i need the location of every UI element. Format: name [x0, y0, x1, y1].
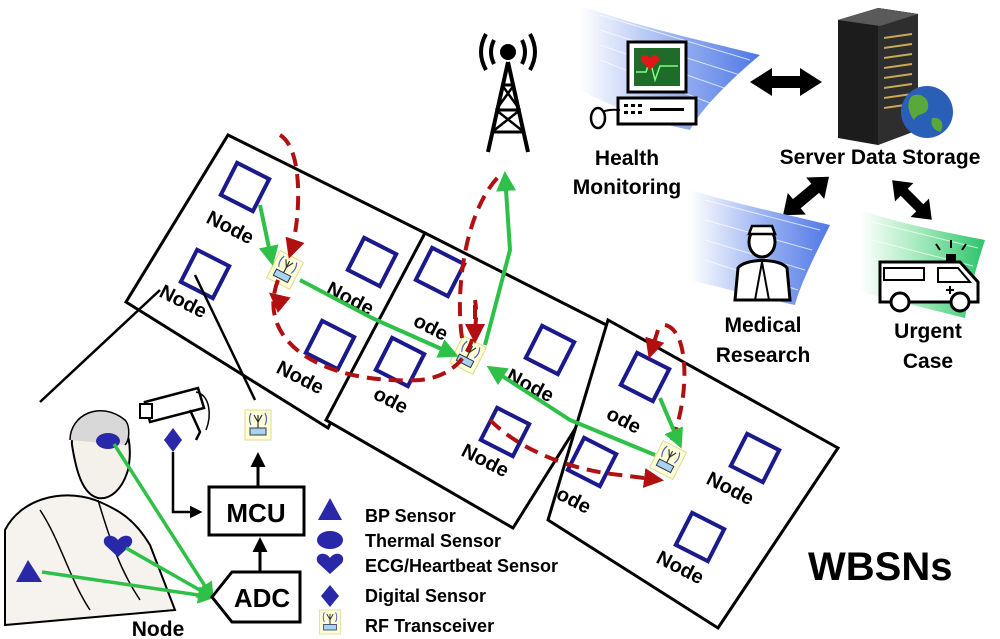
medical-research-label: Research	[716, 344, 811, 367]
double-arrow-icon	[892, 180, 932, 220]
adc-label: ADC	[234, 583, 291, 613]
node-panel-2	[323, 230, 635, 531]
rf-transceiver-icon	[244, 409, 272, 441]
rf-transceiver-icon	[319, 609, 341, 635]
green-routes	[258, 171, 683, 457]
heart-icon	[316, 553, 344, 574]
legend-label: Thermal Sensor	[365, 531, 501, 551]
urgent-case-label: Urgent	[894, 320, 962, 343]
health-monitoring-label: Monitoring	[573, 176, 681, 199]
ellipse-icon	[317, 531, 343, 549]
double-arrow-icon	[750, 68, 822, 96]
sensor-links	[41, 443, 216, 604]
ambulance-icon	[860, 210, 985, 318]
health-monitoring-label: Health	[595, 147, 659, 170]
legend-label: BP Sensor	[365, 506, 456, 526]
mcu-label: MCU	[226, 498, 285, 528]
server-data-storage-label: Server Data Storage	[780, 146, 981, 169]
health-monitoring-icon	[580, 5, 760, 130]
digital-sensor-diamond-icon	[164, 428, 182, 452]
double-arrow-icon	[783, 176, 829, 216]
medical-research-label: Medical	[724, 314, 801, 337]
person-node-label: Node	[132, 618, 185, 639]
red-dashed-routes	[268, 133, 687, 488]
medical-research-icon	[690, 190, 830, 305]
patient-figure-icon	[4, 274, 257, 627]
legend-label: RF Transceiver	[365, 616, 494, 636]
node-panel-3	[546, 317, 841, 631]
legend-label: ECG/Heartbeat Sensor	[365, 556, 558, 576]
diamond-icon	[321, 585, 339, 607]
cell-tower-icon	[479, 33, 537, 153]
camera-icon	[139, 386, 210, 441]
adc-block	[210, 570, 302, 624]
wbsns-label: WBSNs	[808, 545, 952, 589]
legend: BP Sensor Thermal Sensor ECG/Heartbeat S…	[316, 498, 558, 636]
triangle-icon	[318, 498, 342, 520]
legend-label: Digital Sensor	[365, 586, 486, 606]
server-icon	[838, 8, 953, 145]
urgent-case-label: Case	[903, 350, 953, 373]
